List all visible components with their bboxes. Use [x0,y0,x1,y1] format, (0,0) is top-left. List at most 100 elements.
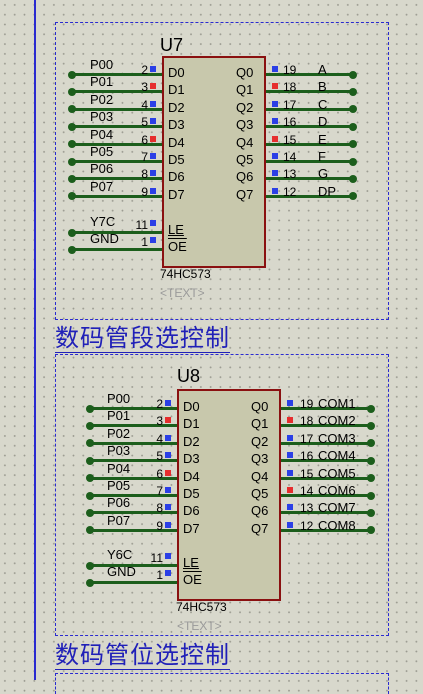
u7-chip-body[interactable] [162,56,266,268]
wire-end-dot[interactable] [86,439,94,448]
wire-end-dot[interactable] [86,404,94,413]
input-pin-name: D5 [168,152,185,167]
control-pin-name: OE [168,239,187,254]
wire-end-dot[interactable] [349,122,357,131]
u8-chip-body[interactable] [177,389,281,601]
pin-state-marker [287,504,293,511]
input-net-label: P00 [107,391,131,406]
wire-end-dot[interactable] [86,526,94,535]
input-pin-name: D7 [183,520,200,536]
output-wire [281,441,371,445]
input-pin-number: 7 [141,150,148,164]
input-pin-number: 2 [156,397,163,411]
wire-end-dot[interactable] [349,157,357,166]
output-net-label: COM2 [318,413,356,429]
input-net-label: P03 [90,109,114,125]
pin-state-marker [165,452,171,459]
pin-state-marker [150,83,156,90]
wire-end-dot[interactable] [349,140,357,149]
output-net-label: A [318,62,327,77]
wire-end-dot[interactable] [367,456,375,465]
wire-end-dot[interactable] [367,421,375,430]
output-pin-number: 16 [283,115,297,130]
wire-end-dot[interactable] [86,491,94,500]
wire-end-dot[interactable] [349,174,357,183]
output-net-label: B [318,79,327,95]
wire-end-dot[interactable] [367,526,375,535]
u8-ref-label: U8 [177,366,201,386]
input-net-label: P06 [107,495,131,511]
wire-end-dot[interactable] [68,192,76,201]
pin-state-marker [165,400,171,406]
pin-state-marker [150,153,156,159]
wire-end-dot[interactable] [68,228,76,237]
wire-end-dot[interactable] [68,105,76,114]
wire-end-dot[interactable] [86,561,94,570]
output-net-label: E [318,131,327,147]
pin-state-marker [165,553,171,559]
wire-end-dot[interactable] [68,122,76,131]
pin-state-marker [150,66,156,72]
input-net-label: P02 [90,91,114,107]
u8-section-title: 数码管位选控制 [55,641,230,670]
wire-end-dot[interactable] [367,491,375,500]
wire-end-dot[interactable] [68,87,76,96]
output-wire [281,511,371,515]
wire-end-dot[interactable] [86,456,94,465]
output-wire [266,160,353,163]
wire-end-dot[interactable] [367,439,375,448]
wire-end-dot[interactable] [349,192,357,201]
input-pin-number: 8 [156,501,163,516]
pin-state-marker [165,487,171,493]
input-pin-name: D4 [168,134,185,150]
wire-end-dot[interactable] [349,87,357,96]
wire-end-dot[interactable] [86,421,94,430]
wire-end-dot[interactable] [68,174,76,183]
input-pin-name: D0 [183,399,200,414]
control-wire [90,564,177,567]
input-net-label: P05 [107,478,131,493]
output-net-label: COM3 [318,430,356,446]
input-pin-name: D0 [168,65,185,80]
pin-state-marker [165,570,171,576]
output-pin-number: 19 [300,397,314,411]
input-net-label: P04 [90,126,114,142]
wire-end-dot[interactable] [86,508,94,517]
wire-end-dot[interactable] [367,508,375,517]
output-wire [266,142,353,146]
output-net-label: G [318,166,329,182]
output-wire [266,73,353,76]
pin-state-marker [287,521,293,528]
wire-end-dot[interactable] [68,140,76,149]
wire-end-dot[interactable] [68,157,76,166]
output-net-label: COM7 [318,500,356,516]
output-wire [266,125,353,129]
wire-end-dot[interactable] [68,70,76,79]
output-pin-number: 12 [283,184,297,199]
output-pin-name: Q2 [236,99,254,115]
input-pin-number: 8 [141,167,148,182]
output-pin-name: Q0 [236,65,254,80]
input-pin-name: D1 [168,82,185,98]
output-pin-number: 13 [300,501,314,516]
output-pin-name: Q1 [236,82,254,98]
wire-end-dot[interactable] [367,474,375,483]
output-net-label: COM6 [318,483,356,498]
input-wire [90,424,177,428]
wire-end-dot[interactable] [349,105,357,114]
input-net-label: P02 [107,425,131,441]
pin-state-marker [287,417,293,424]
wire-end-dot[interactable] [367,404,375,413]
wire-end-dot[interactable] [86,474,94,483]
input-pin-name: D5 [183,486,200,501]
output-wire [281,459,371,463]
wire-end-dot[interactable] [86,578,94,587]
wire-end-dot[interactable] [349,70,357,79]
input-wire [72,142,162,146]
control-pin-number: 1 [156,568,163,582]
input-pin-number: 9 [141,184,148,199]
input-net-label: P04 [107,460,131,476]
wire-end-dot[interactable] [68,245,76,254]
input-wire [90,511,177,515]
output-net-label: COM1 [318,396,356,411]
